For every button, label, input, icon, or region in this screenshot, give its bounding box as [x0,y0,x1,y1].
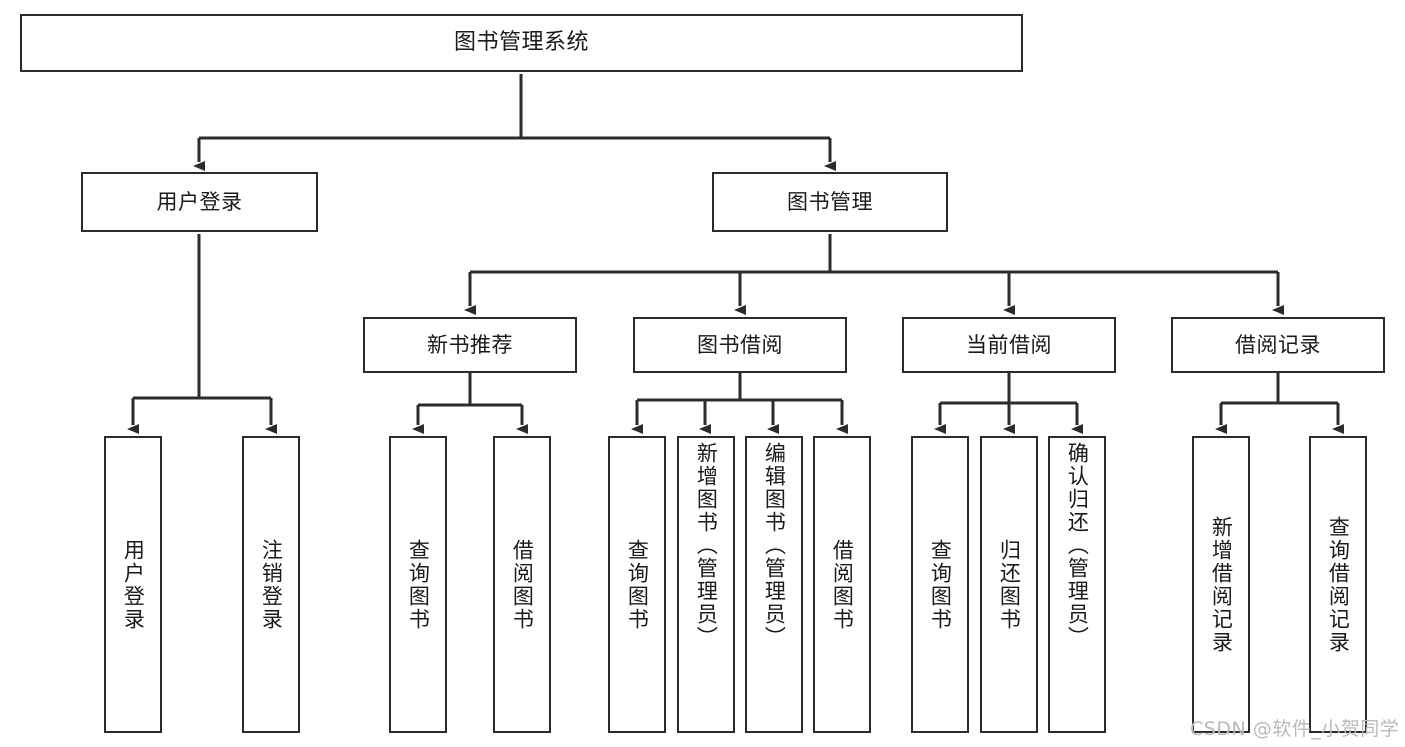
node-leaf-query-book-3[interactable]: 查询图书 [911,436,969,733]
node-leaf-query-record-label: 查询借阅记录 [1326,515,1351,654]
node-leaf-edit-book[interactable]: 编辑图书（管理员） [745,436,803,733]
node-new-book-rec-label: 新书推荐 [427,332,513,357]
node-leaf-confirm-return[interactable]: 确认归还（管理员） [1048,436,1106,733]
node-leaf-confirm-return-label: 确认归还（管理员） [1065,442,1090,649]
node-leaf-user-login[interactable]: 用户登录 [104,436,162,733]
node-user-login[interactable]: 用户登录 [81,172,318,232]
node-leaf-borrow-book-2[interactable]: 借阅图书 [813,436,871,733]
node-current-borrow-label: 当前借阅 [966,332,1052,357]
node-book-manage-label: 图书管理 [787,189,873,214]
node-borrow-record-label: 借阅记录 [1235,332,1321,357]
node-root-label: 图书管理系统 [453,30,589,56]
node-leaf-return-book-label: 归还图书 [997,538,1022,631]
node-leaf-query-record[interactable]: 查询借阅记录 [1309,436,1367,733]
csdn-watermark: CSDN @软件_小贺同学 [1190,718,1400,740]
node-current-borrow[interactable]: 当前借阅 [902,317,1116,373]
node-leaf-logout[interactable]: 注销登录 [242,436,300,733]
node-leaf-return-book[interactable]: 归还图书 [980,436,1038,733]
node-new-book-rec[interactable]: 新书推荐 [363,317,577,373]
node-leaf-add-record-label: 新增借阅记录 [1209,515,1234,654]
node-leaf-add-book-label: 新增图书（管理员） [694,442,719,649]
node-leaf-query-book-2[interactable]: 查询图书 [608,436,666,733]
node-leaf-query-book-1[interactable]: 查询图书 [389,436,447,733]
node-leaf-borrow-book-1-label: 借阅图书 [510,538,535,631]
node-leaf-logout-label: 注销登录 [259,538,284,631]
node-leaf-user-login-label: 用户登录 [121,538,146,631]
node-leaf-query-book-1-label: 查询图书 [406,538,431,631]
node-user-login-label: 用户登录 [156,189,243,214]
node-borrow-record[interactable]: 借阅记录 [1171,317,1385,373]
node-leaf-query-book-2-label: 查询图书 [625,538,650,631]
node-leaf-borrow-book-1[interactable]: 借阅图书 [493,436,551,733]
node-book-borrow-label: 图书借阅 [697,332,783,357]
node-leaf-query-book-3-label: 查询图书 [928,538,953,631]
node-leaf-add-book[interactable]: 新增图书（管理员） [677,436,735,733]
node-root[interactable]: 图书管理系统 [20,14,1023,72]
node-book-manage[interactable]: 图书管理 [712,172,948,232]
node-book-borrow[interactable]: 图书借阅 [633,317,847,373]
node-leaf-add-record[interactable]: 新增借阅记录 [1192,436,1250,733]
node-leaf-edit-book-label: 编辑图书（管理员） [762,442,787,649]
node-leaf-borrow-book-2-label: 借阅图书 [830,538,855,631]
